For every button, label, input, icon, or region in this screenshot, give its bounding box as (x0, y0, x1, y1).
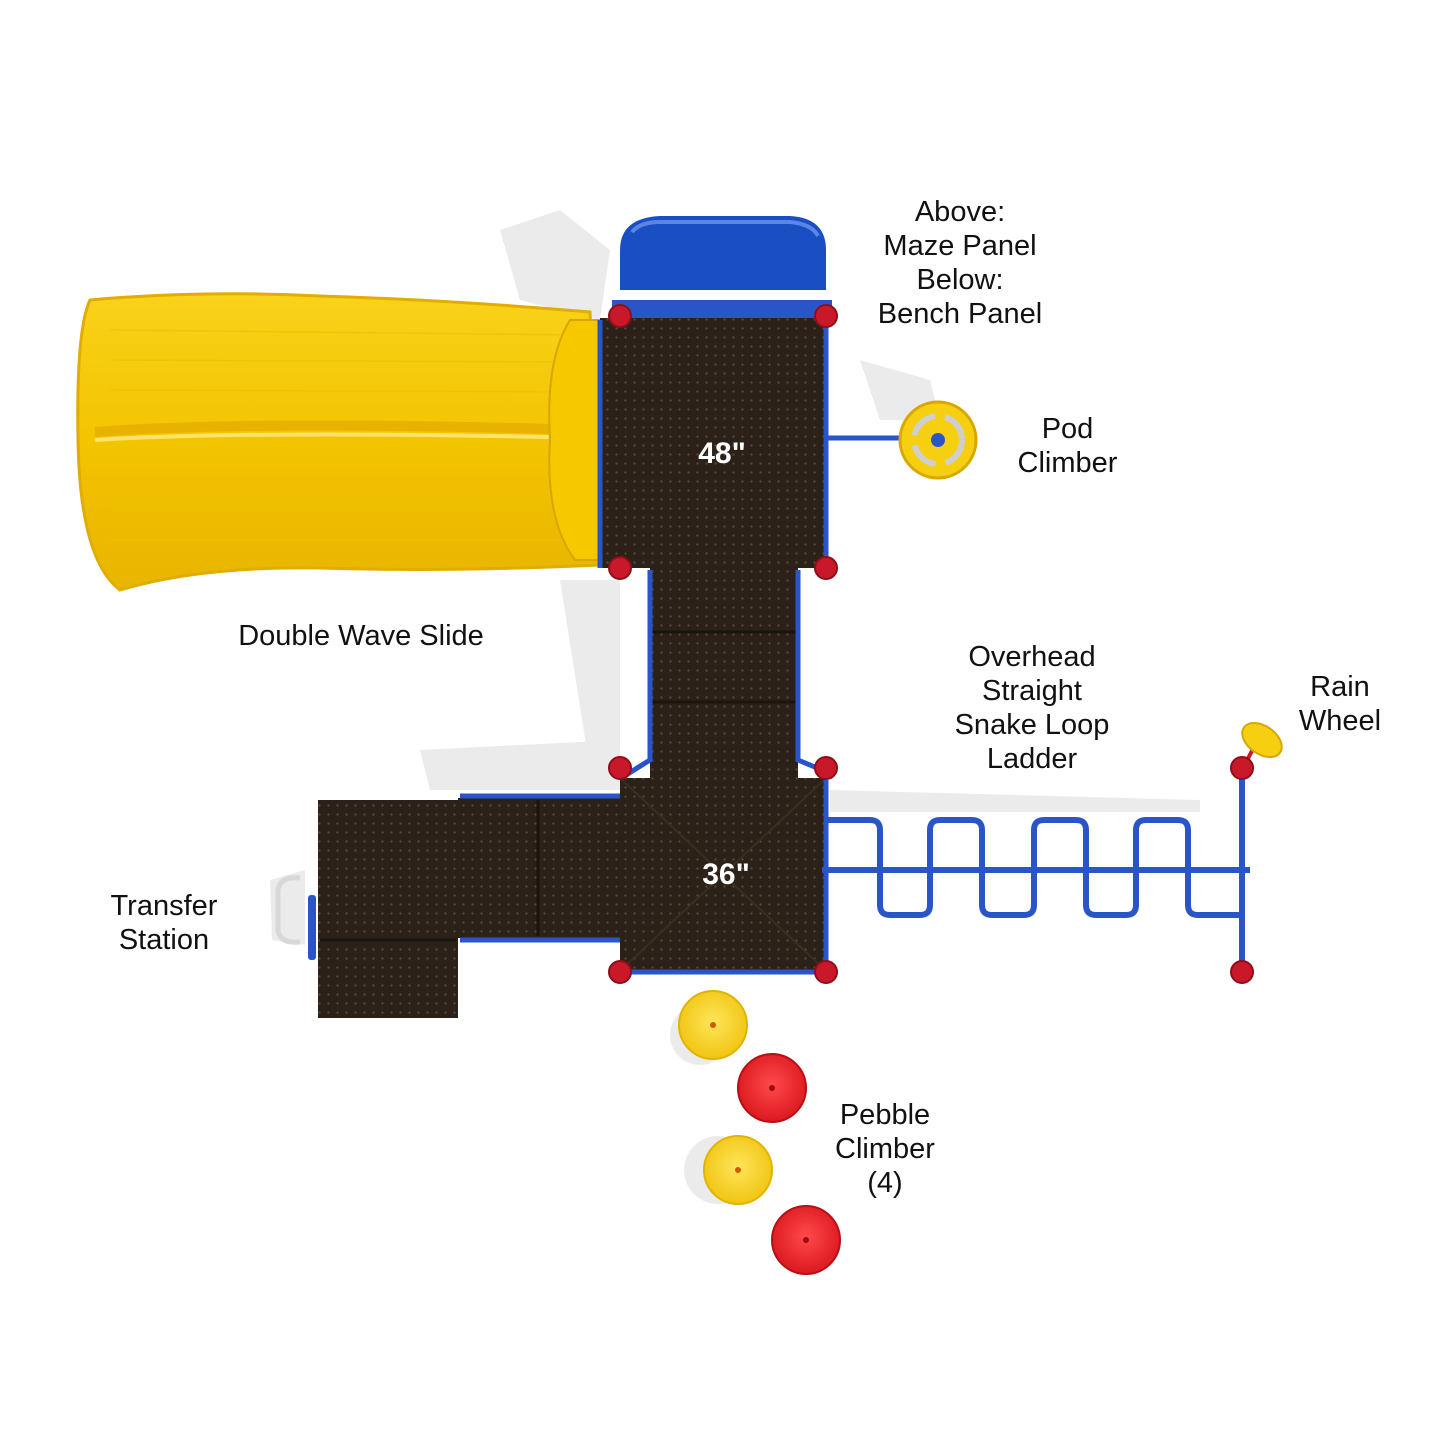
label-pod-climber: Pod Climber (1000, 412, 1135, 480)
label-rain-wheel-line1: Rain (1310, 671, 1370, 703)
upper-deck-height-label: 48" (698, 437, 746, 470)
label-rain-wheel-line2: Wheel (1298, 705, 1382, 737)
lower-deck (620, 778, 829, 975)
label-pebble-climber-line1: Pebble (839, 1099, 931, 1131)
label-transfer-station-line2: Station (118, 924, 210, 956)
label-above: Above: (914, 196, 1006, 228)
label-pebble-climber-line2: Climber (835, 1133, 935, 1165)
double-wave-slide (76, 292, 602, 592)
label-pod-climber-line1: Pod (1041, 413, 1094, 445)
pebble-climbers (678, 990, 841, 1275)
label-pod-climber-line2: Climber (1017, 447, 1118, 479)
ground-shadows (270, 210, 1200, 1204)
label-overhead-ladder: Overhead Straight Snake Loop Ladder (932, 640, 1132, 776)
post-clamps (608, 304, 1254, 984)
label-double-wave-slide: Double Wave Slide (238, 620, 484, 652)
label-transfer-station-line1: Transfer (110, 890, 218, 922)
label-above-below-panel: Above: Maze Panel Below: Bench Panel (860, 195, 1060, 331)
label-below: Below: (916, 264, 1004, 296)
label-overhead-line4: Ladder (986, 743, 1078, 775)
label-bench-panel: Bench Panel (877, 298, 1043, 330)
pod-climber (826, 400, 978, 480)
label-rain-wheel: Rain Wheel (1280, 670, 1400, 738)
transfer-station (275, 793, 622, 1018)
upper-deck (597, 318, 829, 568)
label-pebble-climber: Pebble Climber (4) (820, 1098, 950, 1200)
maze-panel-roof (612, 216, 832, 322)
stair-section (624, 568, 823, 780)
overhead-snake-loop-ladder (822, 770, 1250, 970)
label-pebble-climber-line3: (4) (867, 1167, 903, 1199)
label-maze-panel: Maze Panel (883, 230, 1037, 262)
lower-deck-height-label: 36" (702, 858, 750, 891)
label-overhead-line2: Straight (982, 675, 1082, 707)
label-transfer-station: Transfer Station (94, 889, 234, 957)
label-overhead-line3: Snake Loop (954, 709, 1110, 741)
label-overhead-line1: Overhead (968, 641, 1096, 673)
